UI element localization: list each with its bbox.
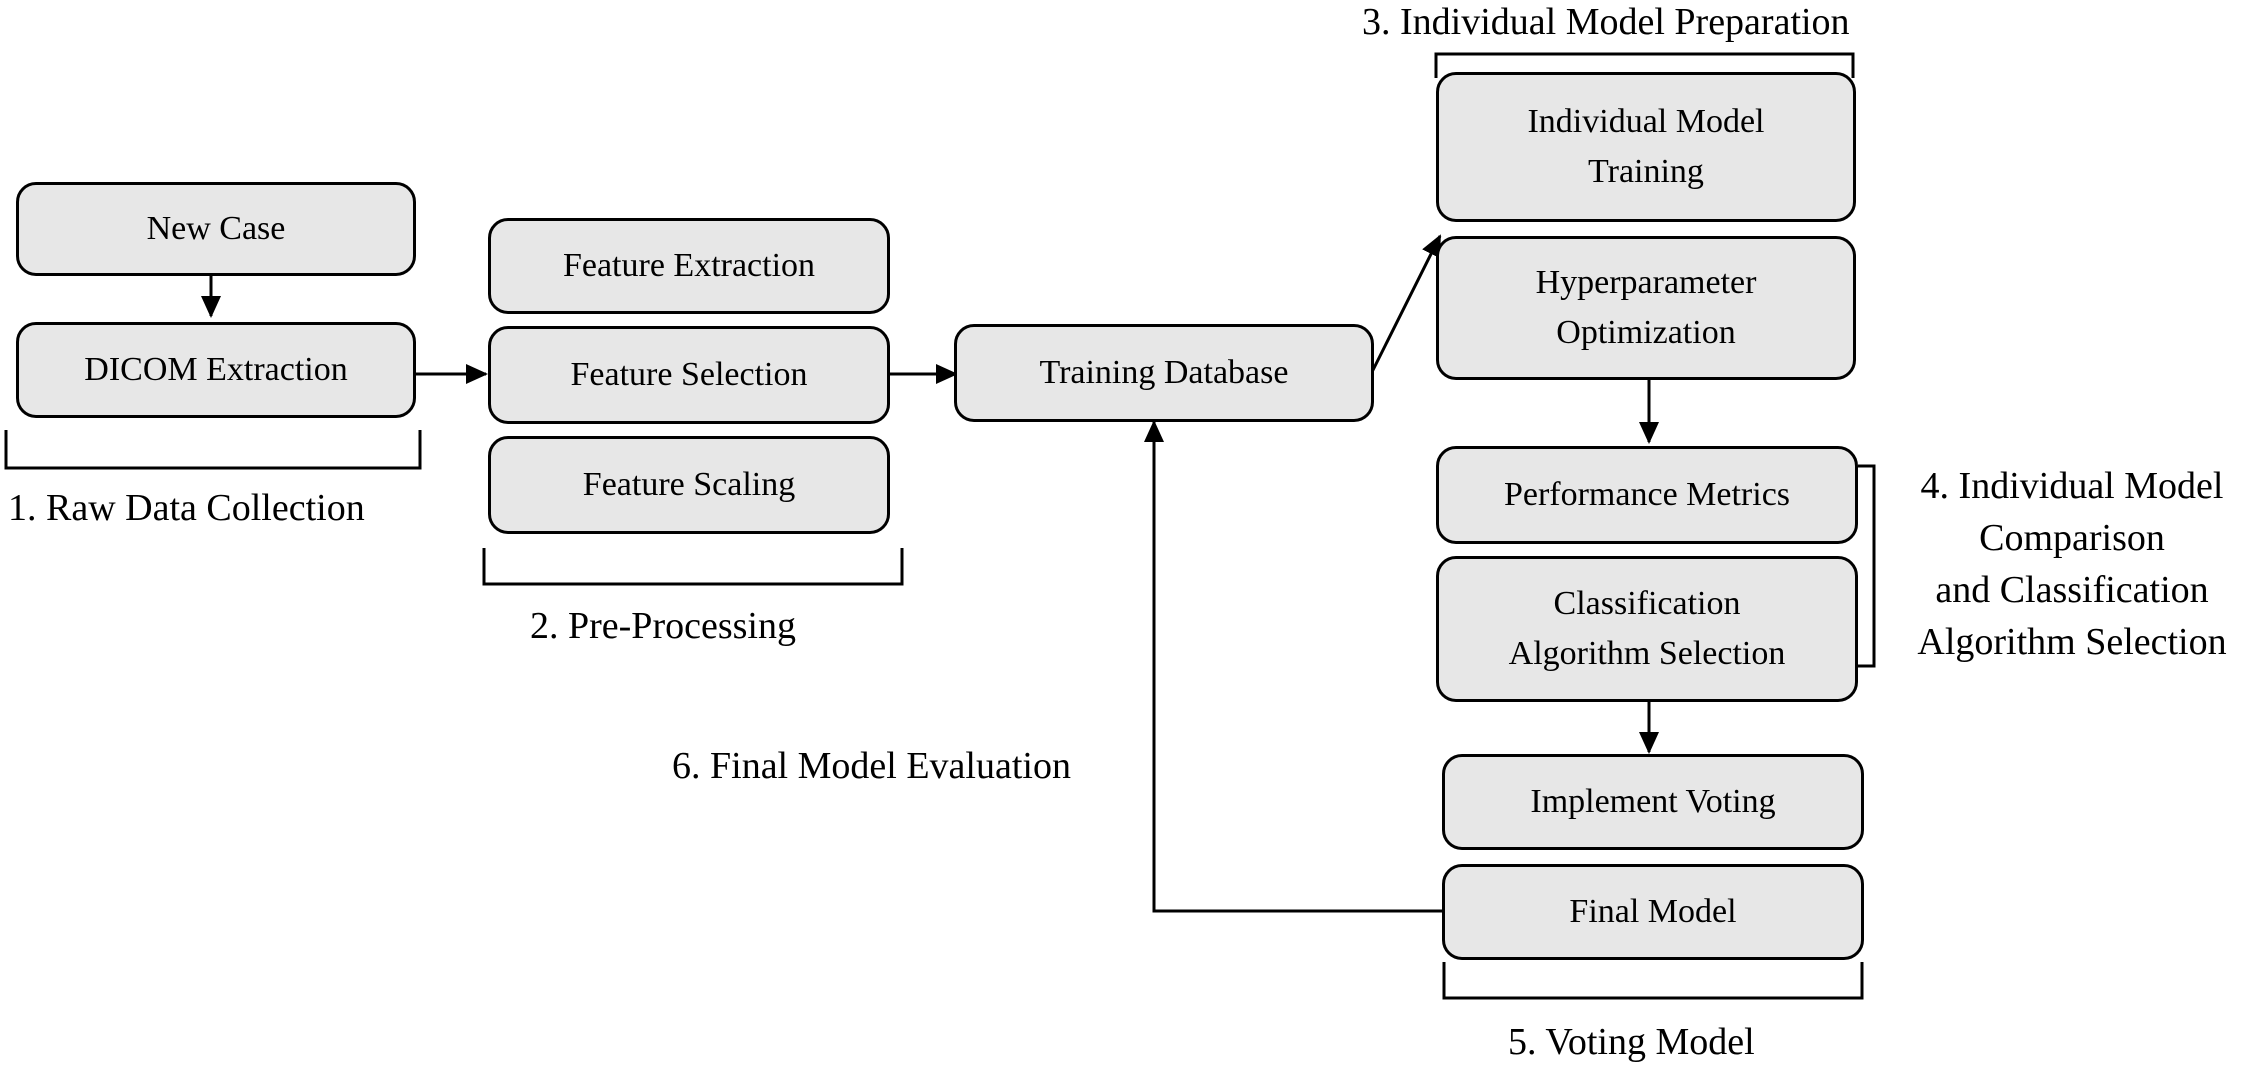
stage-label-individual-model-preparation: 3. Individual Model Preparation xyxy=(1362,1,1850,43)
arrow-training-db-to-model-training xyxy=(1370,234,1442,373)
box-final-model: Final Model xyxy=(1442,864,1864,960)
bracket-stage2 xyxy=(482,548,904,586)
box-hyperparameter-optimization: Hyperparameter Optimization xyxy=(1436,236,1856,380)
box-feature-scaling: Feature Scaling xyxy=(488,436,890,534)
box-performance-metrics: Performance Metrics xyxy=(1436,446,1858,544)
bracket-stage3 xyxy=(1434,52,1855,78)
box-feature-selection: Feature Selection xyxy=(488,326,890,424)
stage-label-raw-data-collection: 1. Raw Data Collection xyxy=(8,487,365,529)
box-new-case: New Case xyxy=(16,182,416,276)
stage-label-final-model-evaluation: 6. Final Model Evaluation xyxy=(672,745,1071,787)
box-training-database: Training Database xyxy=(954,324,1374,422)
bracket-stage5 xyxy=(1442,962,1864,1000)
bracket-stage4 xyxy=(1858,464,1876,668)
stage-label-voting-model: 5. Voting Model xyxy=(1508,1021,1755,1063)
box-individual-model-training: Individual Model Training xyxy=(1436,72,1856,222)
stage-label-pre-processing: 2. Pre-Processing xyxy=(530,605,796,647)
box-implement-voting: Implement Voting xyxy=(1442,754,1864,850)
box-classification-algorithm-selection: Classification Algorithm Selection xyxy=(1436,556,1858,702)
box-dicom-extraction: DICOM Extraction xyxy=(16,322,416,418)
bracket-stage1 xyxy=(4,430,422,470)
box-feature-extraction: Feature Extraction xyxy=(488,218,890,314)
arrow-final-model-to-training-db xyxy=(1144,420,1442,913)
stage-label-model-comparison-selection: 4. Individual Model Comparison and Class… xyxy=(1917,465,2227,663)
